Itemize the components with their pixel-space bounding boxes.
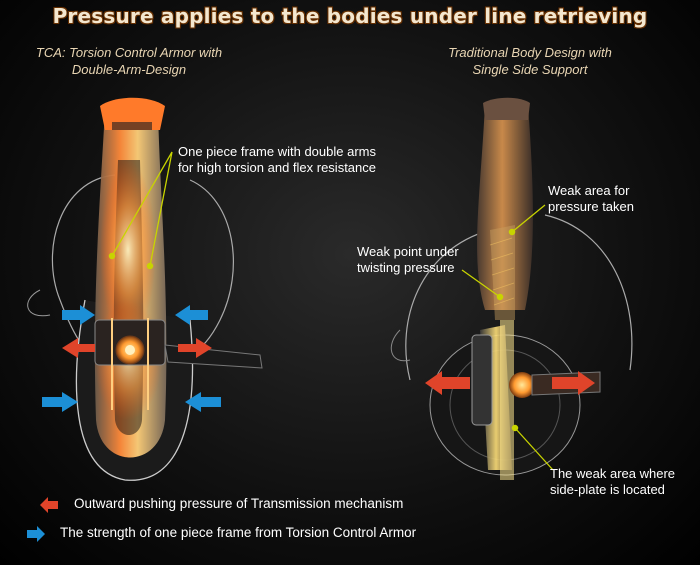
side-plate-callout-line1: The weak area where [550,466,676,481]
weak-point-callout: Weak point under twisting pressure [357,244,459,276]
weak-area-callout-line1: Weak area for [548,183,630,198]
side-plate-callout: The weak area where side-plate is locate… [550,466,675,498]
legend-blue-arrow-icon [27,526,45,542]
weak-area-callout-line2: pressure taken [548,199,634,214]
double-arm-callout: One piece frame with double arms for hig… [178,144,376,176]
legend-red-arrow-icon [40,497,58,513]
legend-blue-label: The strength of one piece frame from Tor… [60,525,417,540]
weak-area-callout: Weak area for pressure taken [548,183,634,215]
tca-subtitle-line2: Double-Arm-Design [71,62,187,77]
side-plate-callout-line2: side-plate is located [550,482,665,497]
tca-reel-illustration [27,97,263,481]
double-arm-callout-line1: One piece frame with double arms [178,144,376,159]
legend-red-label: Outward pushing pressure of Transmission… [74,496,404,511]
traditional-subtitle-line1: Traditional Body Design with [448,45,612,60]
traditional-reel-illustration [390,97,633,480]
weak-point-callout-line1: Weak point under [357,244,459,259]
tca-subtitle: TCA: Torsion Control Armor with Double-A… [4,44,254,78]
traditional-subtitle-line2: Single Side Support [472,62,588,77]
double-arm-callout-line2: for high torsion and flex resistance [178,160,376,175]
tca-subtitle-line1: TCA: Torsion Control Armor with [35,45,223,60]
weak-point-callout-line2: twisting pressure [357,260,455,275]
page-title: Pressure applies to the bodies under lin… [52,4,648,28]
traditional-subtitle: Traditional Body Design with Single Side… [405,44,655,78]
